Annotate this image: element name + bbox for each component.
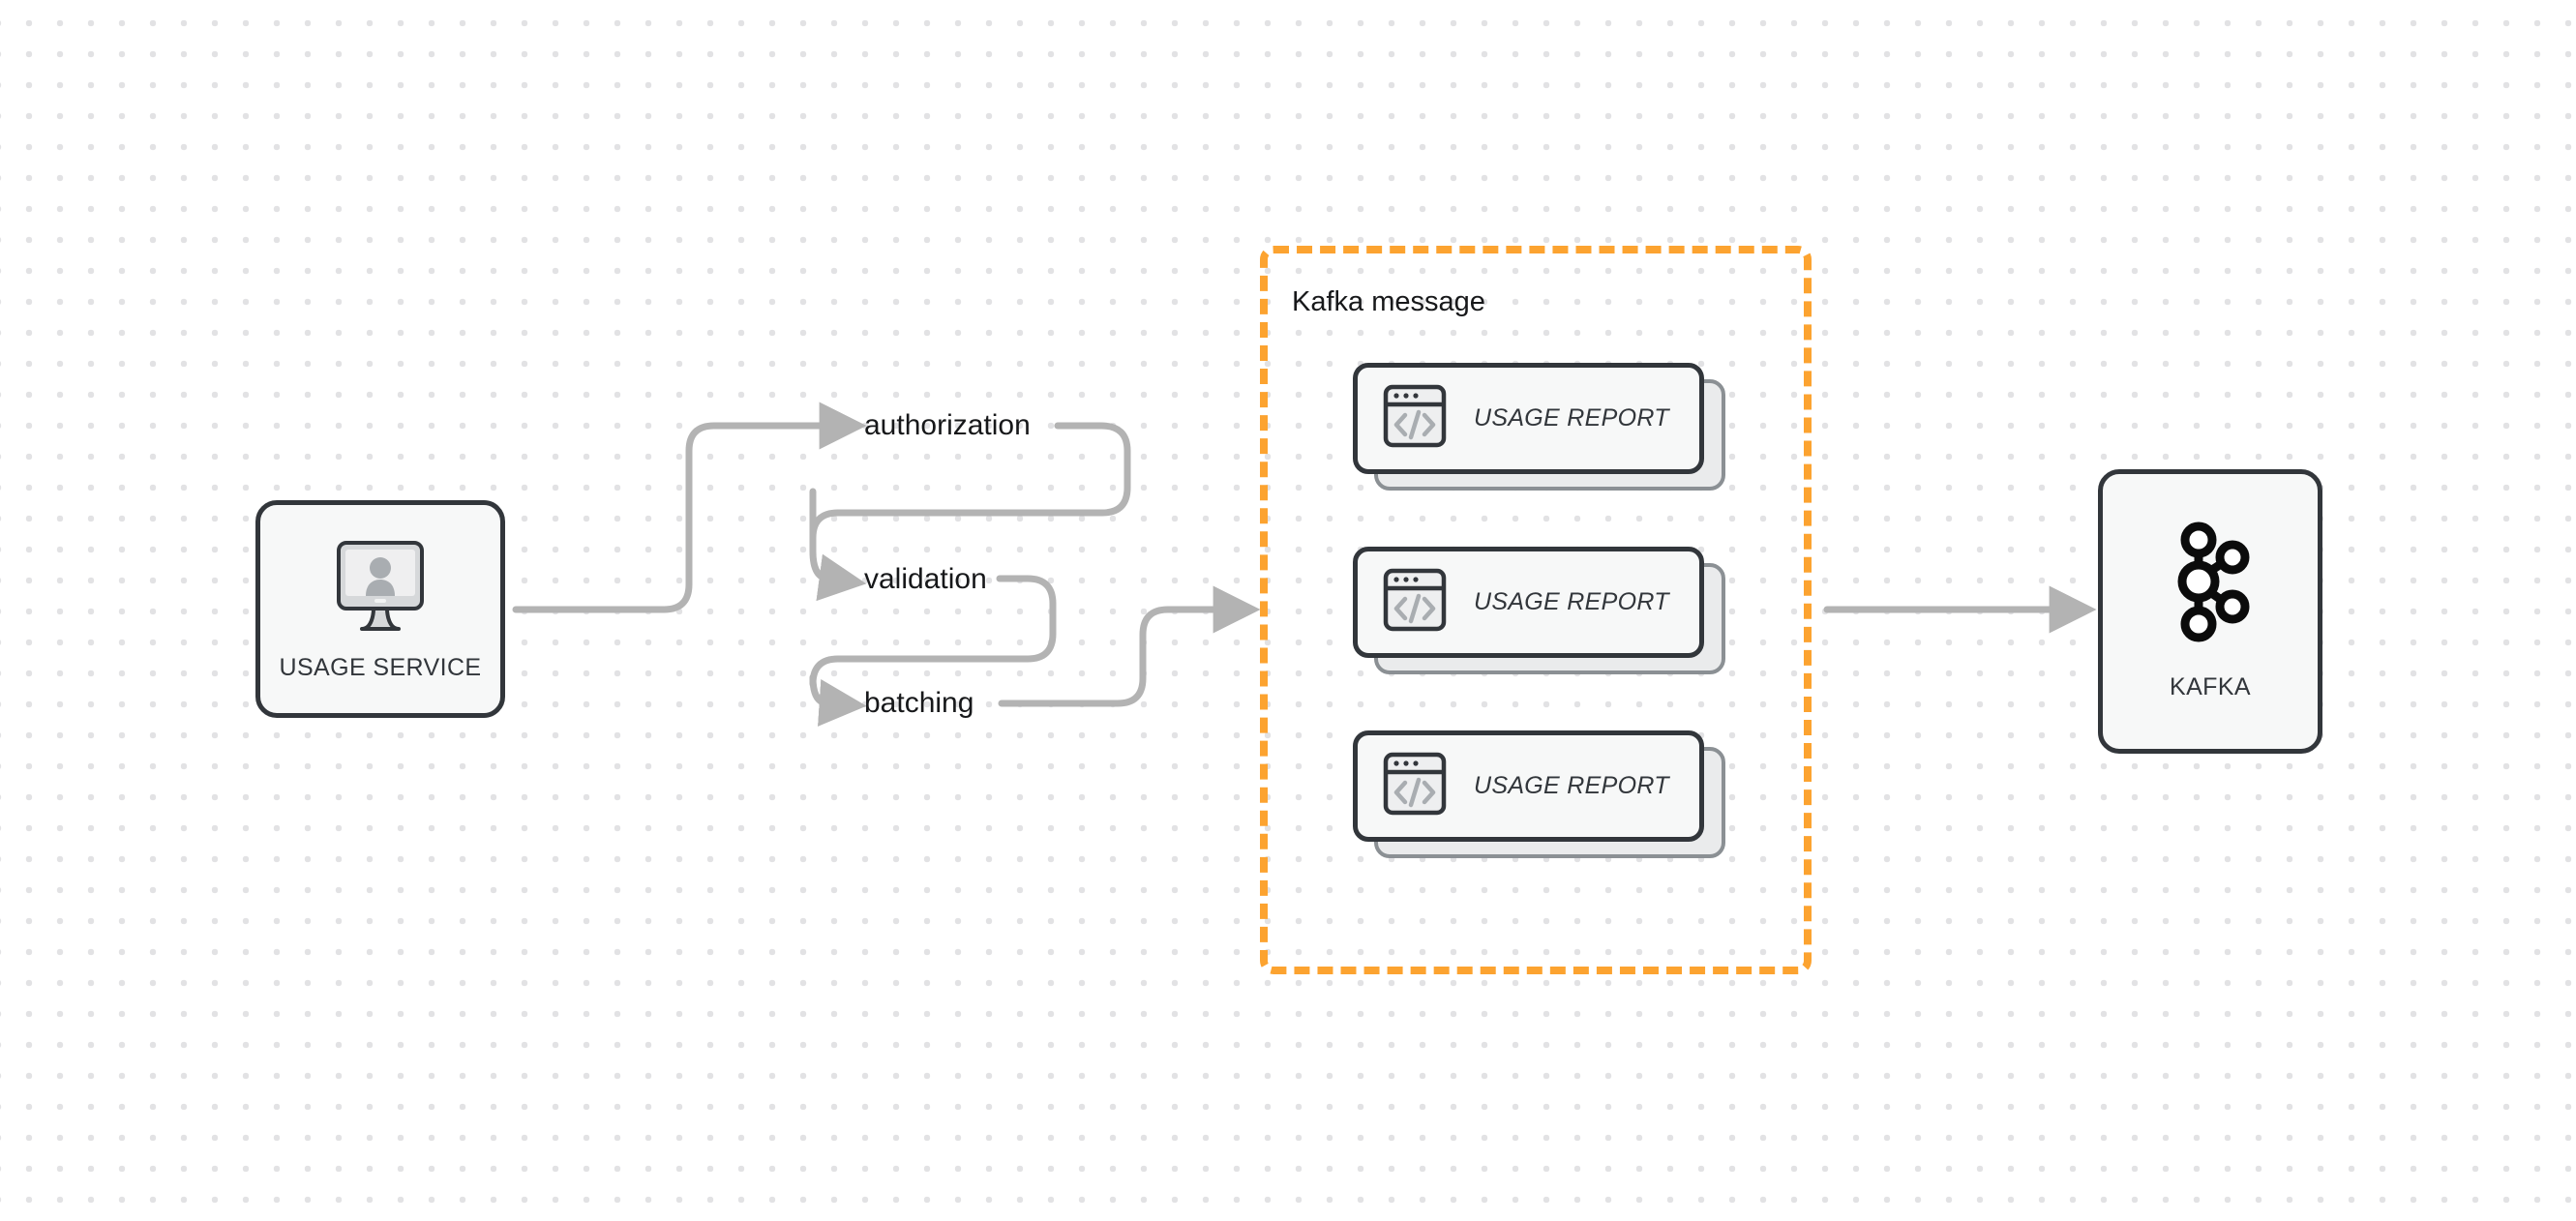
node-usage-service[interactable]: USAGE SERVICE <box>255 500 505 718</box>
group-kafka-message-title: Kafka message <box>1292 286 1485 317</box>
usage-report-card-label: USAGE REPORT <box>1474 404 1669 432</box>
code-window-icon <box>1383 752 1447 820</box>
usage-report-card[interactable]: USAGE REPORT <box>1353 730 1725 858</box>
kafka-logo-icon <box>2169 521 2252 648</box>
stage-label-validation: validation <box>864 563 987 595</box>
wire-batching-to-kafka-message <box>998 585 1261 707</box>
usage-report-card-label: USAGE REPORT <box>1474 588 1669 615</box>
group-kafka-message <box>1260 246 1812 974</box>
usage-report-card-label: USAGE REPORT <box>1474 772 1669 799</box>
stage-label-batching: batching <box>864 687 974 719</box>
usage-report-card[interactable]: USAGE REPORT <box>1353 547 1725 674</box>
code-window-icon <box>1383 384 1447 453</box>
monitor-user-icon <box>329 537 432 640</box>
wire-validation-to-batching <box>809 575 1057 727</box>
usage-report-card[interactable]: USAGE REPORT <box>1353 363 1725 491</box>
node-kafka-label: KAFKA <box>2170 673 2251 700</box>
node-usage-service-label: USAGE SERVICE <box>279 653 482 681</box>
node-kafka[interactable]: KAFKA <box>2098 469 2322 754</box>
wire-authorization-to-validation <box>809 422 1131 602</box>
code-window-icon <box>1383 568 1447 637</box>
stage-label-authorization: authorization <box>864 409 1031 441</box>
wire-usage-service-to-authorization <box>512 402 867 613</box>
